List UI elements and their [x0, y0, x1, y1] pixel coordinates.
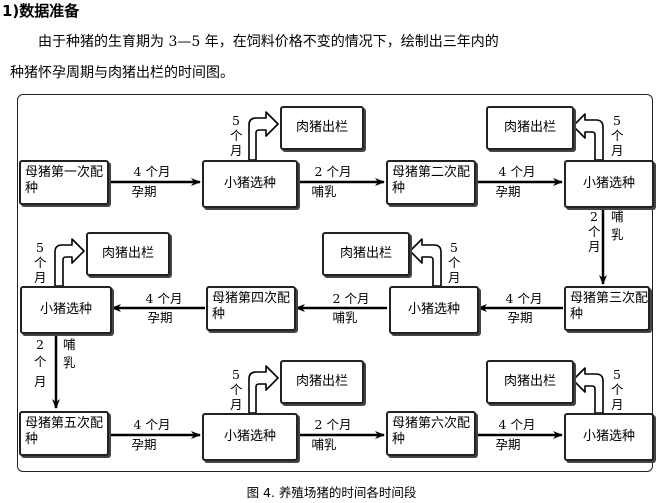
label-4-months: 4 个月 — [498, 164, 536, 179]
label-yue: 月 — [230, 397, 243, 412]
label-pregnancy: 孕期 — [507, 310, 533, 325]
label-4-months: 4 个月 — [145, 291, 183, 306]
box-pork-4: 肉猪出栏 — [86, 232, 170, 276]
label-bu: 哺 — [63, 337, 76, 352]
arrow-piglet6-to-pork — [248, 365, 279, 414]
diagram-frame — [17, 94, 653, 472]
label-yue: 月 — [448, 270, 461, 285]
box-sow-6: 母猪第六次配种 — [386, 411, 476, 456]
box-sow-2: 母猪第二次配种 — [386, 160, 476, 205]
label-pregnancy: 孕期 — [147, 310, 173, 325]
box-pork-1: 肉猪出栏 — [280, 106, 364, 150]
arrow-piglet7-to-pork — [572, 367, 604, 414]
box-piglet-6: 小猪选种 — [564, 413, 654, 461]
paragraph-line-2: 种猪怀孕周期与肉猪出栏的时间图。 — [10, 65, 234, 81]
box-sow-4: 母猪第四次配种 — [206, 286, 296, 331]
label-pregnancy: 孕期 — [495, 184, 521, 199]
box-pork-3: 肉猪出栏 — [322, 232, 410, 276]
label-5: 5 — [613, 113, 621, 128]
label-pregnancy: 孕期 — [131, 184, 157, 199]
box-piglet-3: 小猪选种 — [389, 286, 479, 334]
label-4-months: 4 个月 — [498, 417, 536, 432]
box-piglet-1: 小猪选种 — [202, 160, 298, 208]
label-pregnancy: 孕期 — [131, 437, 157, 452]
box-piglet-5: 小猪选种 — [202, 413, 298, 461]
label-2: 2 — [590, 209, 598, 224]
label-nursing: 哺乳 — [311, 437, 337, 452]
label-5: 5 — [36, 240, 44, 255]
label-yue: 月 — [34, 270, 47, 285]
label-4-months: 4 个月 — [505, 291, 543, 306]
label-ge: 个 — [588, 224, 601, 239]
label-4-months: 4 个月 — [133, 417, 171, 432]
box-sow-5: 母猪第五次配种 — [19, 411, 109, 456]
label-yue: 月 — [588, 239, 601, 254]
label-yue: 月 — [230, 143, 243, 158]
box-pork-2: 肉猪出栏 — [486, 106, 574, 150]
label-ge: 个 — [34, 255, 47, 270]
box-piglet-2: 小猪选种 — [564, 160, 654, 208]
box-sow-1: 母猪第一次配种 — [19, 160, 109, 205]
box-piglet-4: 小猪选种 — [20, 286, 112, 334]
label-ge: 个 — [611, 128, 624, 143]
label-bu: 哺 — [611, 209, 624, 224]
label-nursing: 哺乳 — [332, 310, 358, 325]
label-2-months: 2 个月 — [332, 291, 370, 306]
label-5: 5 — [450, 240, 458, 255]
label-5: 5 — [232, 113, 240, 128]
box-pork-5: 肉猪出栏 — [280, 360, 364, 404]
label-ge: 个 — [448, 255, 461, 270]
label-ge: 个 — [34, 354, 47, 369]
label-2-months: 2 个月 — [314, 417, 352, 432]
label-ru: 乳 — [63, 355, 76, 370]
label-pregnancy: 孕期 — [495, 437, 521, 452]
label-ge: 个 — [230, 128, 243, 143]
arrow-piglet1-to-pork — [248, 111, 279, 161]
label-yue: 月 — [34, 374, 47, 389]
label-ru: 乳 — [611, 227, 624, 242]
paragraph-line-1: 由于种猪的生育期为 3—5 年，在饲料价格不变的情况下，绘制出三年内的 — [38, 34, 499, 50]
arrow-piglet4-to-pork — [409, 238, 442, 287]
label-yue: 月 — [611, 143, 624, 158]
label-nursing: 哺乳 — [311, 184, 337, 199]
label-ge: 个 — [611, 382, 624, 397]
section-heading: 1)数据准备 — [2, 2, 80, 20]
arrow-piglet3-to-pork — [572, 113, 604, 161]
figure-caption: 图 4. 养殖场猪的时间各时间段 — [246, 485, 417, 500]
label-2: 2 — [36, 337, 44, 352]
box-pork-6: 肉猪出栏 — [486, 360, 574, 404]
label-ge: 个 — [230, 382, 243, 397]
label-2-months: 2 个月 — [314, 164, 352, 179]
box-sow-3: 母猪第三次配种 — [564, 286, 650, 331]
label-5: 5 — [613, 367, 621, 382]
label-yue: 月 — [611, 397, 624, 412]
label-5: 5 — [232, 367, 240, 382]
arrow-piglet5-to-pork — [54, 238, 85, 287]
label-4-months: 4 个月 — [133, 164, 171, 179]
